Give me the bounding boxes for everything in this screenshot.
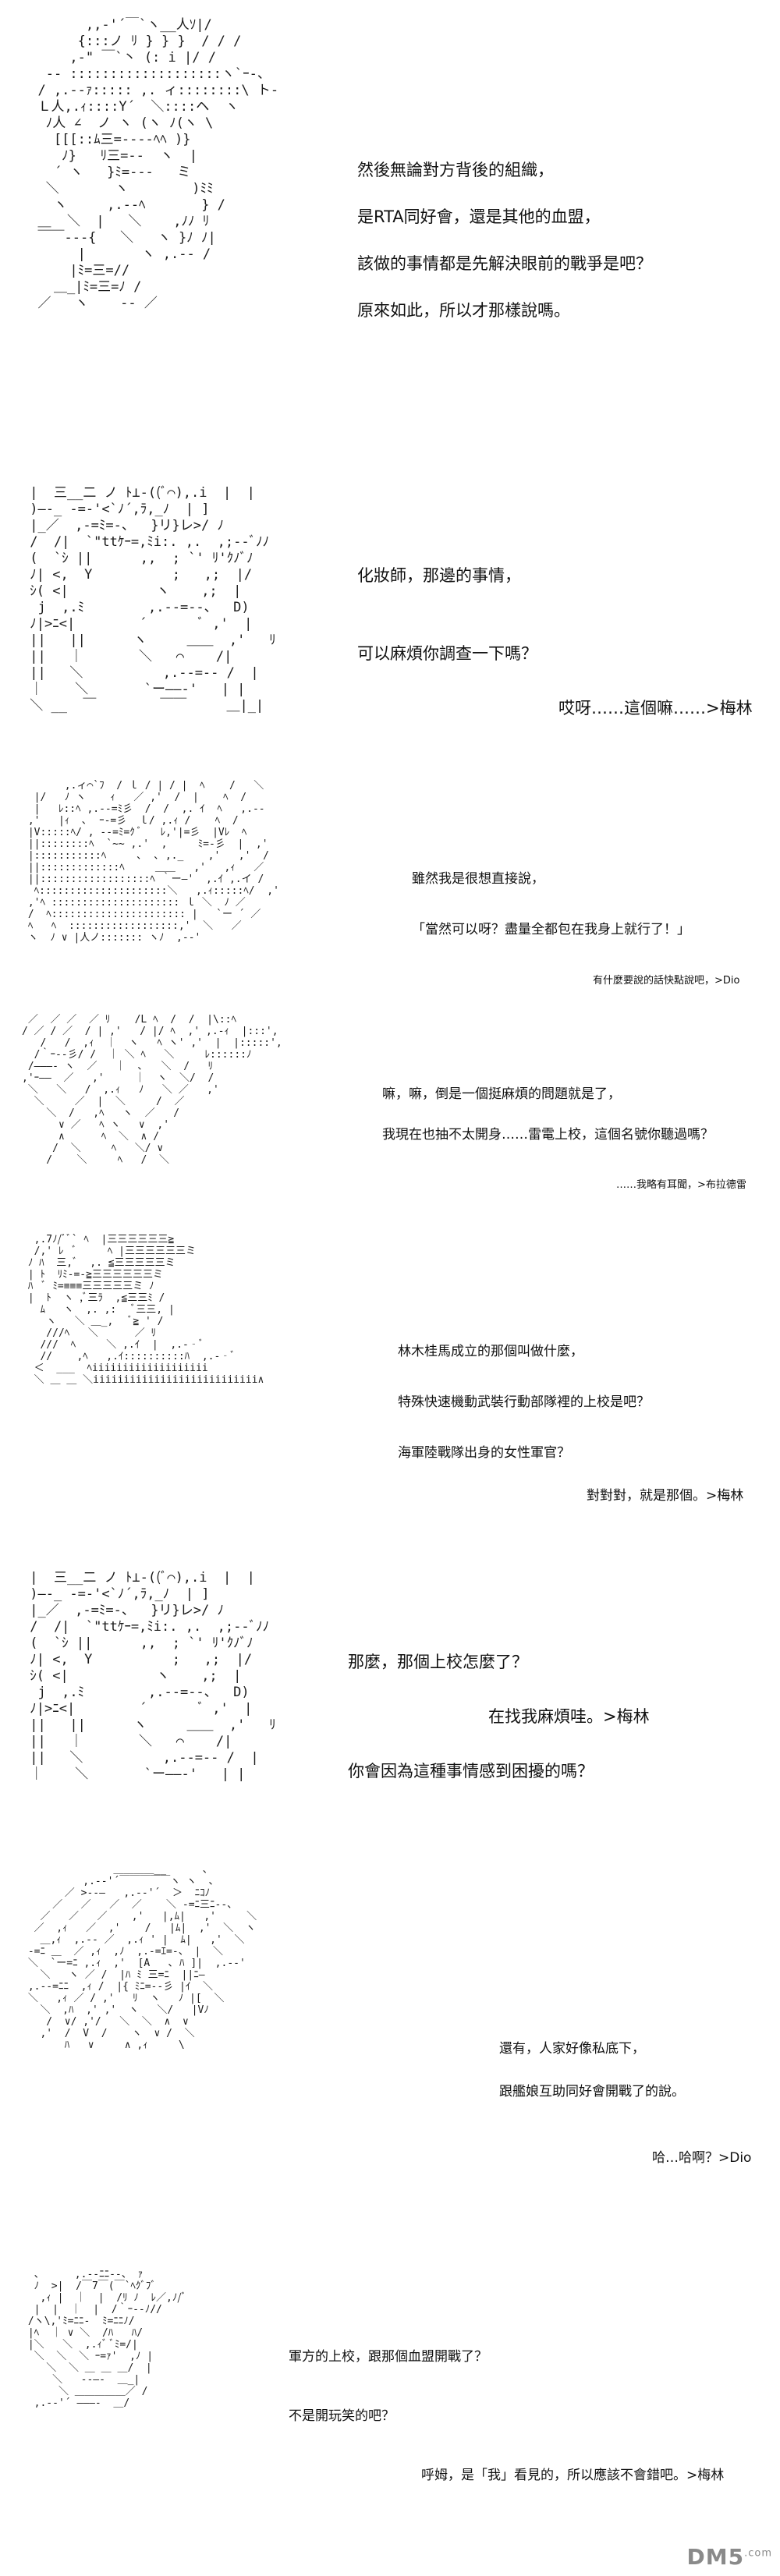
ascii-art-character: ,.7ﾉ/ﾞﾞ` ﾍ |三三三三三三≧ /,' ﾚ ﾞ ﾍ |三三三三三三ミ ﾉ…	[27, 1234, 264, 1386]
ascii-art-character: ,,-'´￣`ヽ__人ｿ|/ {:::ノ ﾘ } } } / / / ,-" ￣…	[37, 17, 279, 310]
dialogue-line: 還有，人家好像私底下，	[499, 2041, 645, 2057]
dialogue-line: 該做的事情都是先解決眼前的戰爭是吧？	[357, 254, 652, 273]
panel-1: ,,-'´￣`ヽ__人ｿ|/ {:::ノ ﾘ } } } / / / ,-" ￣…	[0, 0, 780, 320]
ascii-art-character: | 三__二 ノ ﾄ⊥-((ﾞ⌒),.i | | )―-_ ‐=-'<`ﾉ´,ﾗ…	[30, 1570, 276, 1782]
dialogue-line: 海軍陸戰隊出身的女性軍官？	[398, 1445, 570, 1461]
watermark-suffix: .com	[744, 2547, 772, 2560]
ascii-art-character: 、 ,.-‐ﾆﾆ‐-、 ｧ ﾉ >| /￣7￣(￣`ﾍｸﾞﾌﾞ ,ｨ | ｜ |…	[27, 2269, 186, 2409]
dialogue-line: 對對對，就是那個。>梅林	[587, 1488, 744, 1504]
ascii-art-character: | 三__二 ノ ﾄ⊥-((ﾞ⌒),.i | | )―-_ ‐=-'<`ﾉ´,ﾗ…	[30, 485, 276, 714]
panel-7: ＿＿＿＿__ ､ ,.-‐'´￣￣￣￣￣ヽ ヽ ､ ／ >-‐― ,.-‐'´ …	[0, 1856, 780, 2246]
ascii-art-character: ,.ィ⌒`ﾌ / ｌ / | / | ﾍ / ＼ |/ ﾉ ヽ ｨ ／ ,' /…	[27, 780, 279, 944]
dialogue-line: 是RTA同好會，還是其他的血盟，	[357, 207, 601, 226]
dialogue-line: ……我略有耳聞，>布拉德雷	[616, 1179, 746, 1191]
panel-2: | 三__二 ノ ﾄ⊥-((ﾞ⌒),.i | | )―-_ ‐=-'<`ﾉ´,ﾗ…	[0, 468, 780, 780]
ascii-art-character: ／ ／ ／ ／ ﾘ /L ﾍ / / |\::ﾍ / ／ / ／ / | ,' …	[22, 1014, 282, 1166]
panel-8: 、 ,.-‐ﾆﾆ‐-、 ｧ ﾉ >| /￣7￣(￣`ﾍｸﾞﾌﾞ ,ｨ | ｜ |…	[0, 2258, 780, 2576]
dialogue-line: 原來如此，所以才那樣說嗎。	[357, 301, 570, 320]
dialogue-line: 我現在也抽不太開身……雷電上校，這個名號你聽過嗎？	[382, 1127, 714, 1143]
dialogue-line: 化妝師，那邊的事情，	[357, 566, 521, 585]
dialogue-line: 林木桂馬成立的那個叫做什麼，	[398, 1344, 583, 1359]
dialogue-line: 然後無論對方背後的組織，	[357, 161, 554, 179]
dialogue-line: 「當然可以呀？盡量全都包在我身上就行了！」	[412, 922, 690, 937]
dialogue-line: 哎呀……這個嘛……>梅林	[558, 699, 753, 718]
dialogue-line: 那麼，那個上校怎麼了？	[348, 1653, 528, 1671]
panel-5: ,.7ﾉ/ﾞﾞ` ﾍ |三三三三三三≧ /,' ﾚ ﾞ ﾍ |三三三三三三ミ ﾉ…	[0, 1224, 780, 1560]
dialogue-line: 呼姆，是「我」看見的，所以應該不會錯吧。>梅林	[421, 2468, 725, 2483]
panel-4: ／ ／ ／ ／ ﾘ /L ﾍ / / |\::ﾍ / ／ / ／ / | ,' …	[0, 1006, 780, 1209]
watermark-brand: DM5	[686, 2544, 745, 2570]
dialogue-line: 可以麻煩你調查一下嗎？	[357, 644, 537, 663]
dialogue-line: 在找我麻煩哇。>梅林	[488, 1707, 650, 1726]
dialogue-line: 特殊快速機動武裝行動部隊裡的上校是吧？	[398, 1394, 650, 1410]
dialogue-line: 哈…哈啊？>Dio	[652, 2150, 752, 2166]
dialogue-line: 雖然我是很想直接說，	[412, 871, 544, 887]
dialogue-line: 你會因為這種事情感到困擾的嗎？	[348, 1762, 594, 1781]
dialogue-line: 跟艦娘互助同好會開戰了的說。	[499, 2084, 685, 2099]
dialogue-line: 嘛，嘛，倒是一個挺麻煩的問題就是了，	[382, 1086, 621, 1102]
dialogue-line: 軍方的上校，跟那個血盟開戰了？	[289, 2349, 488, 2365]
dialogue-line: 有什麼要說的話快點說吧，>Dio	[593, 975, 740, 987]
site-watermark-logo: DM5.com	[687, 2544, 773, 2570]
ascii-art-character: ＿＿＿＿__ ､ ,.-‐'´￣￣￣￣￣ヽ ヽ ､ ／ >-‐― ,.-‐'´ …	[27, 1864, 257, 2051]
panel-3: ,.ィ⌒`ﾌ / ｌ / | / | ﾍ / ＼ |/ ﾉ ヽ ｨ ／ ,' /…	[0, 772, 780, 1006]
panel-6: | 三__二 ノ ﾄ⊥-((ﾞ⌒),.i | | )―-_ ‐=-'<`ﾉ´,ﾗ…	[0, 1564, 780, 1860]
dialogue-line: 不是開玩笑的吧？	[289, 2408, 395, 2424]
